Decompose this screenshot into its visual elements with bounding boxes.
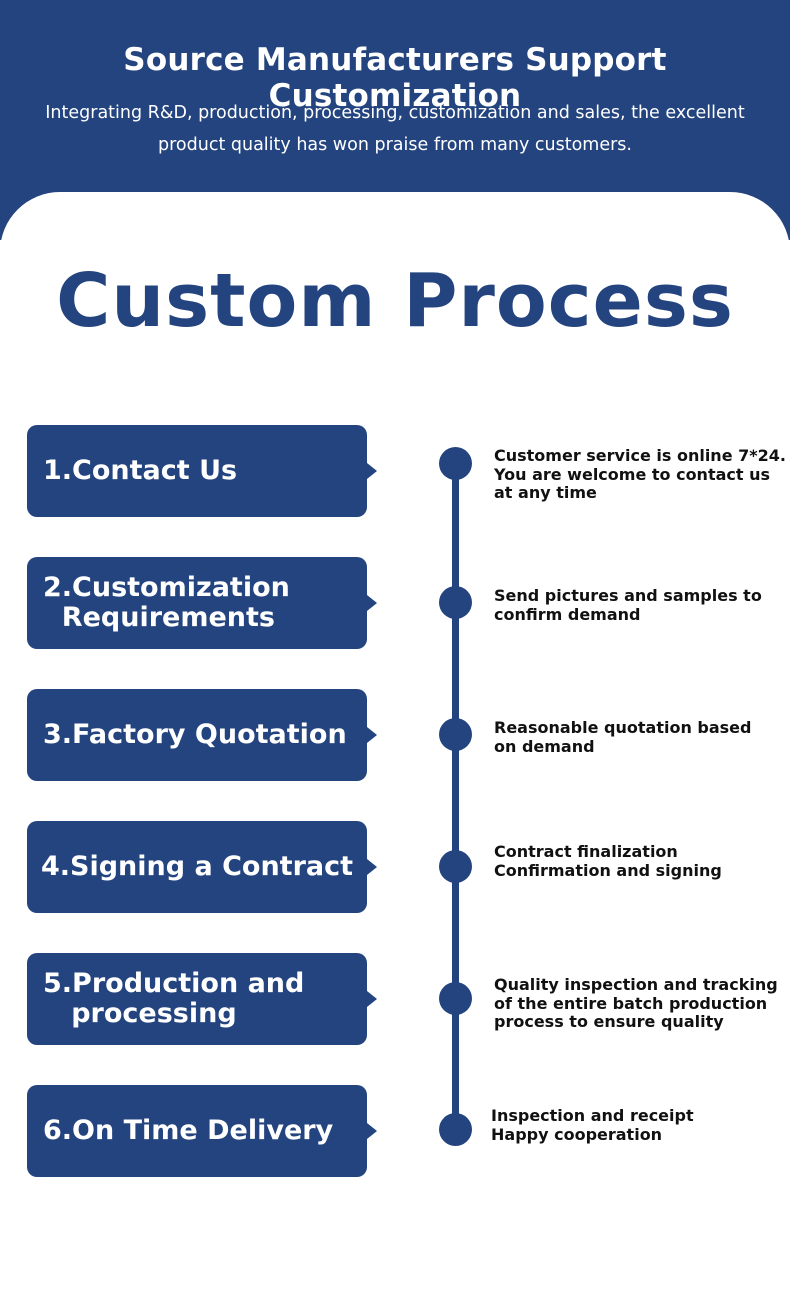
timeline-dot: [439, 982, 472, 1015]
timeline-dot: [439, 718, 472, 751]
step-label: 4.Signing a Contract: [40, 851, 354, 882]
page-title: Custom Process: [56, 258, 734, 344]
step-description: Send pictures and samples to confirm dem…: [494, 586, 762, 624]
step-label: 3.Factory Quotation: [43, 719, 347, 750]
step-box-on-time-delivery: 6.On Time Delivery: [27, 1085, 377, 1177]
step-box-production-processing: 5.Production and processing: [27, 953, 377, 1045]
timeline-dot: [439, 447, 472, 480]
step-label: 5.Production and processing: [43, 968, 305, 1029]
timeline-dot: [439, 586, 472, 619]
step-box-signing-contract: 4.Signing a Contract: [27, 821, 377, 913]
header-subtitle: Integrating R&D, production, processing,…: [45, 103, 745, 155]
header-title: Source Manufacturers Support Customizati…: [123, 42, 667, 114]
step-description: Contract finalization Confirmation and s…: [494, 842, 722, 880]
timeline-dot: [439, 1113, 472, 1146]
step-description: Reasonable quotation based on demand: [494, 718, 752, 756]
step-label: 2.Customization Requirements: [43, 572, 290, 633]
step-box-factory-quotation: 3.Factory Quotation: [27, 689, 377, 781]
step-description: Inspection and receipt Happy cooperation: [491, 1106, 694, 1144]
step-box-contact-us: 1.Contact Us: [27, 425, 377, 517]
step-description: Customer service is online 7*24. You are…: [494, 446, 786, 502]
step-label: 1.Contact Us: [43, 455, 238, 486]
step-description: Quality inspection and tracking of the e…: [494, 975, 778, 1031]
timeline-dot: [439, 850, 472, 883]
step-box-customization-requirements: 2.Customization Requirements: [27, 557, 377, 649]
step-label: 6.On Time Delivery: [43, 1115, 334, 1146]
timeline-line: [452, 462, 459, 1130]
